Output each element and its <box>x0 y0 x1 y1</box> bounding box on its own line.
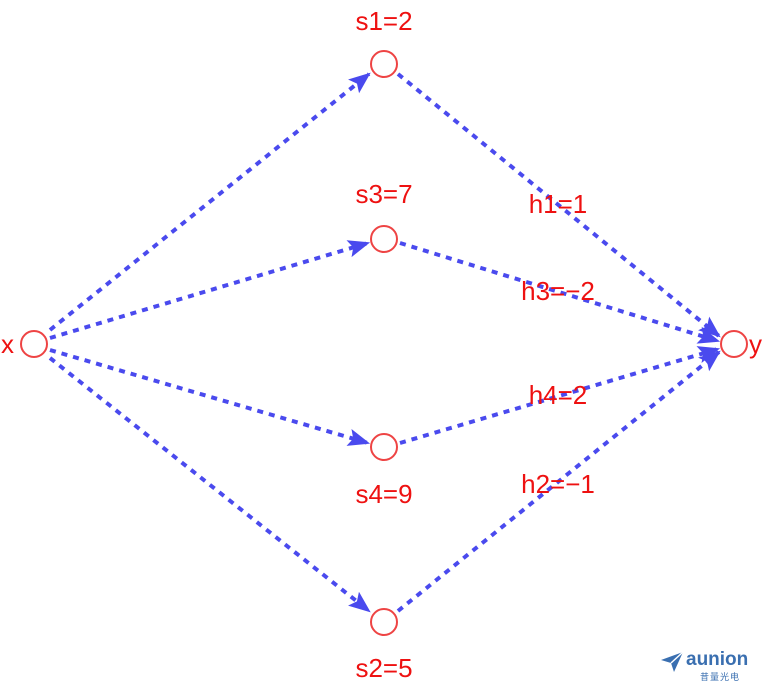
node-s2 <box>370 608 398 636</box>
node-label-s1: s1=2 <box>355 6 412 36</box>
edge-s3-y <box>399 241 721 344</box>
edge-x-s3 <box>49 240 371 340</box>
edge-x-s4 <box>49 348 371 446</box>
edge-s4-y <box>399 346 721 445</box>
edge-x-s1 <box>48 72 371 332</box>
node-s4 <box>370 433 398 461</box>
edge-label-h2: h2=−1 <box>521 469 595 499</box>
node-y <box>720 330 748 358</box>
watermark-brand: aunion <box>686 649 749 670</box>
edge-s1-y <box>396 72 721 338</box>
edge-s2-y <box>396 350 721 613</box>
watermark: aunion 昔量光电 <box>660 648 760 684</box>
node-x <box>20 330 48 358</box>
node-label-s4: s4=9 <box>355 479 412 509</box>
node-label-y: y <box>749 329 762 359</box>
paper-plane-logo-icon <box>661 651 684 672</box>
edge-label-h1: h1=1 <box>529 189 588 219</box>
watermark-subtitle: 昔量光电 <box>700 672 741 682</box>
node-label-x: x <box>1 329 14 359</box>
node-s3 <box>370 225 398 253</box>
node-s1 <box>370 50 398 78</box>
edge-label-h4: h4=2 <box>529 380 588 410</box>
edge-x-s2 <box>48 356 371 613</box>
node-label-s2: s2=5 <box>355 653 412 683</box>
edge-label-h3: h3=−2 <box>521 276 595 306</box>
node-label-s3: s3=7 <box>355 179 412 209</box>
